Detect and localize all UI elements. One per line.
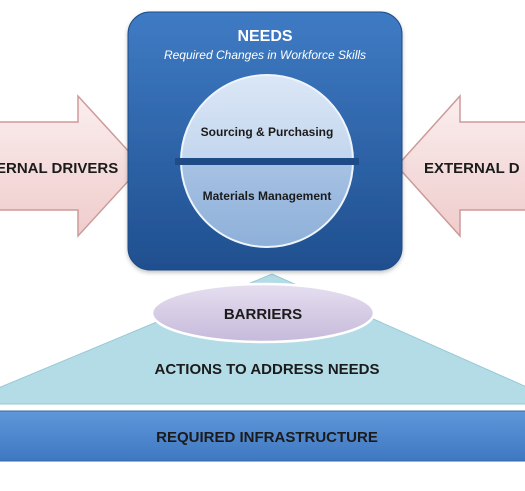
needs-subtitle: Required Changes in Workforce Skills	[164, 48, 366, 62]
barriers-label: BARRIERS	[224, 306, 302, 323]
infrastructure-bar	[0, 410, 525, 462]
left-driver-arrow	[0, 94, 144, 238]
needs-title: NEEDS	[237, 28, 292, 45]
actions-label: ACTIONS TO ADDRESS NEEDS	[154, 361, 379, 378]
segment-materials-label: Materials Management	[203, 189, 332, 203]
right-driver-arrow	[395, 94, 525, 238]
circle-divider	[175, 158, 359, 165]
circle-top-segment	[181, 75, 353, 161]
infrastructure-label: REQUIRED INFRASTRUCTURE	[156, 429, 378, 446]
right-driver-label: EXTERNAL D	[424, 160, 520, 177]
barriers-ellipse	[150, 282, 376, 344]
left-driver-label: ERNAL DRIVERS	[0, 160, 118, 177]
circle-bottom-segment	[181, 161, 353, 247]
segment-sourcing-label: Sourcing & Purchasing	[201, 125, 334, 139]
